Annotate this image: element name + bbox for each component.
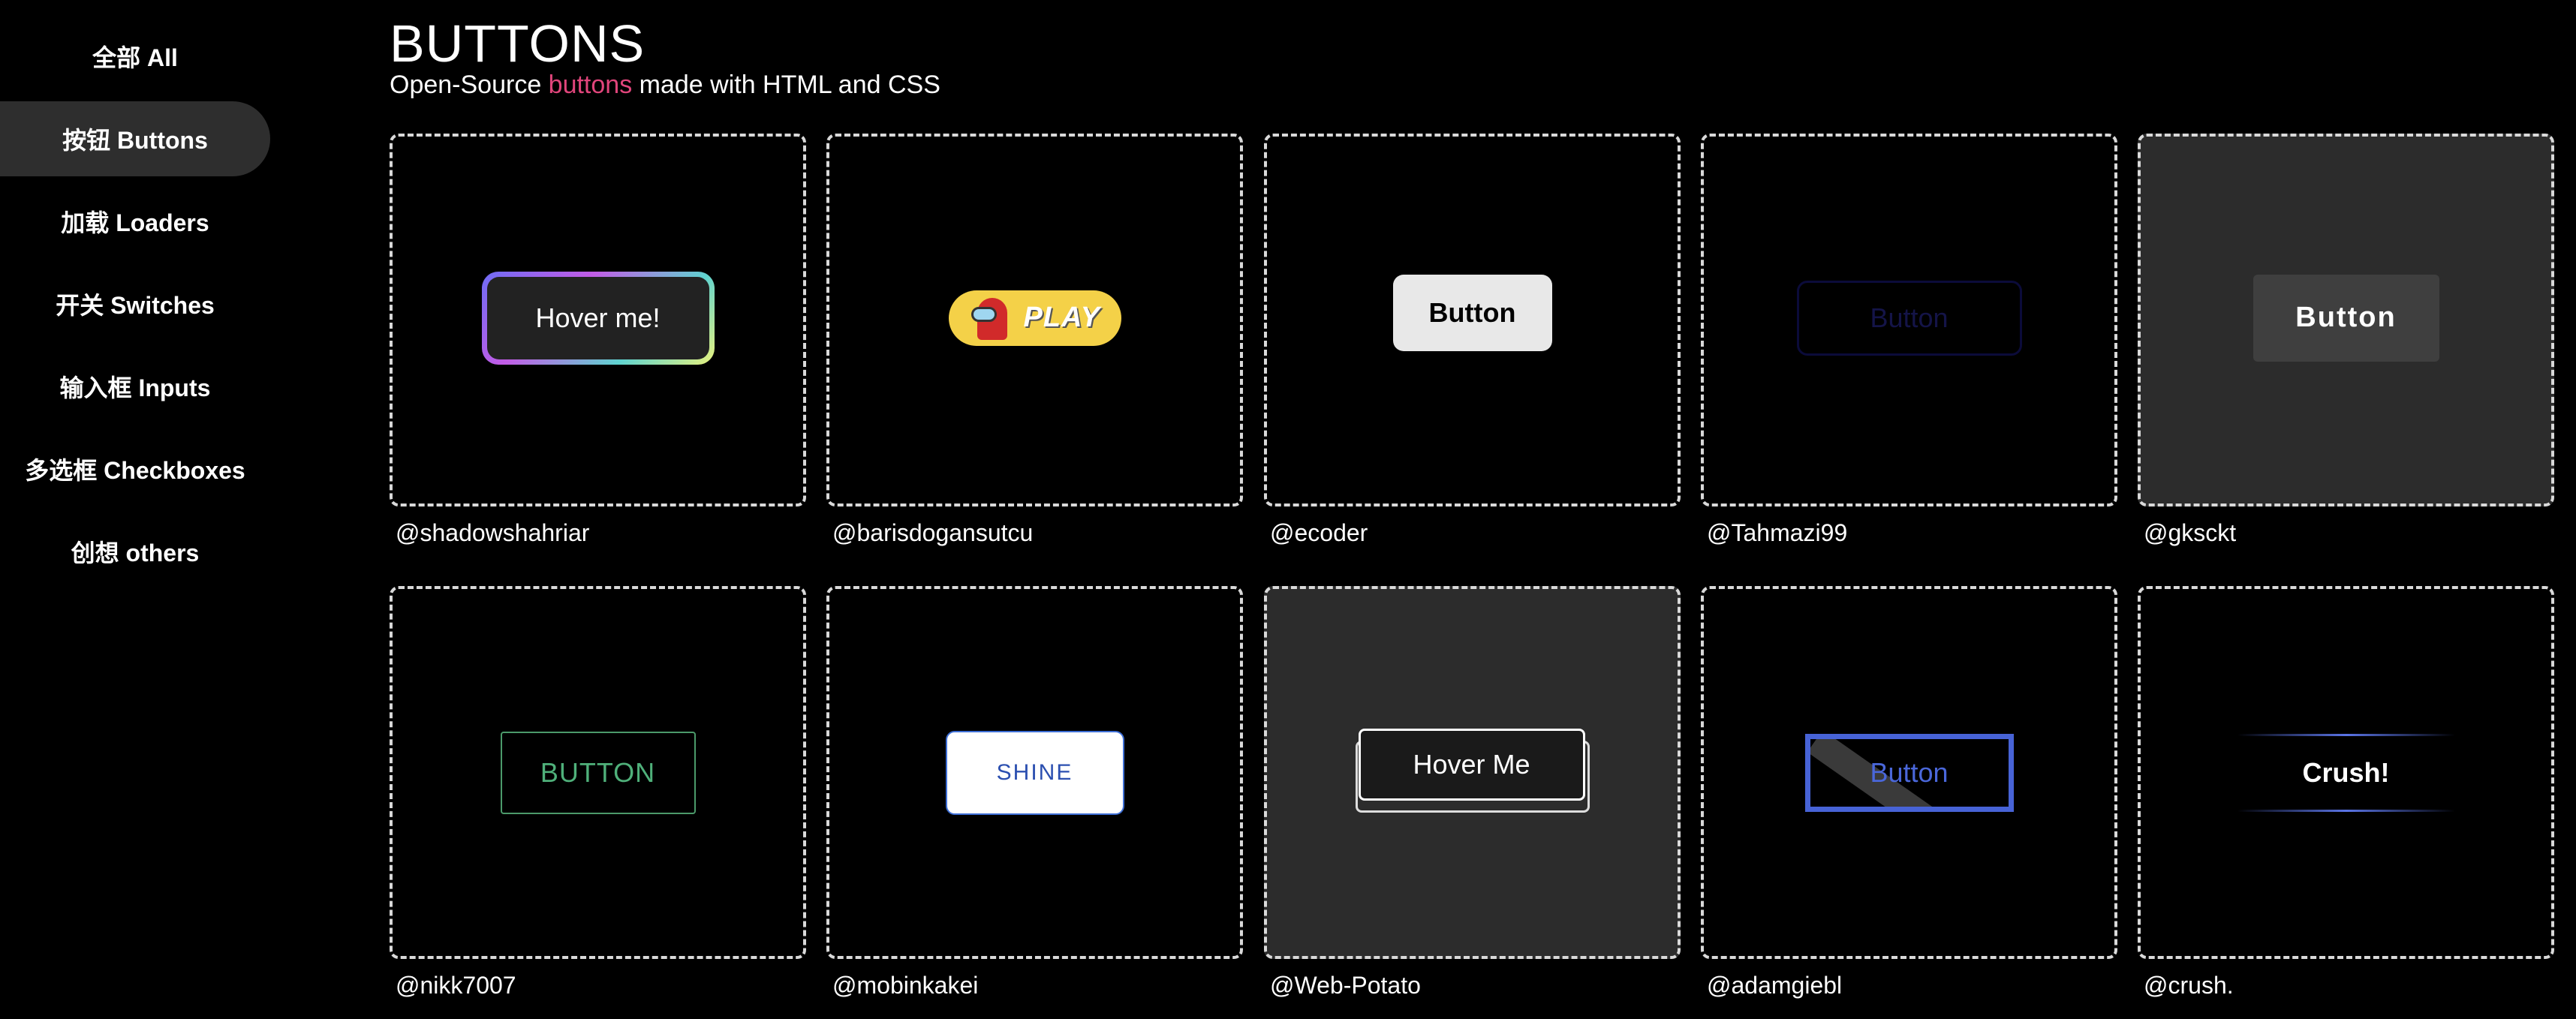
hover-me-3d-button-label: Hover Me	[1358, 728, 1585, 801]
adamgiebl-button[interactable]: Button	[1804, 733, 2014, 812]
play-button-label: PLAY	[1023, 302, 1101, 333]
subtitle-suffix: made with HTML and CSS	[632, 71, 940, 99]
card-mobinkakei[interactable]: SHINE	[826, 586, 1243, 959]
adamgiebl-button-label: Button	[1870, 756, 1949, 788]
subtitle-prefix: Open-Source	[390, 71, 549, 99]
card-author[interactable]: @Tahmazi99	[1707, 519, 1848, 546]
card-nikk7007[interactable]: BUTTON	[390, 586, 806, 959]
hover-me-3d-button[interactable]: Hover Me	[1355, 728, 1590, 813]
card-crush[interactable]: Crush!	[2138, 586, 2554, 959]
crush-button[interactable]: Crush!	[2237, 733, 2455, 812]
card-author[interactable]: @shadowshahriar	[396, 519, 590, 546]
gksckt-button[interactable]: Button	[2252, 274, 2439, 362]
card-author[interactable]: @crush.	[2144, 972, 2234, 999]
sidebar: 全部 All 按钮 Buttons 加载 Loaders 开关 Switches…	[0, 0, 270, 1019]
tahmazi-button[interactable]: Button	[1796, 280, 2022, 356]
card-author[interactable]: @mobinkakei	[832, 972, 979, 999]
sidebar-item-inputs[interactable]: 输入框 Inputs	[59, 374, 211, 401]
card-author[interactable]: @adamgiebl	[1707, 972, 1843, 999]
page-title: BUTTONS	[390, 14, 646, 73]
card-barisdogansutcu[interactable]: PLAY	[826, 134, 1243, 506]
card-author[interactable]: @nikk7007	[396, 972, 516, 999]
card-author[interactable]: @barisdogansutcu	[832, 519, 1034, 546]
sidebar-item-switches[interactable]: 开关 Switches	[56, 292, 215, 319]
card-ecoder[interactable]: Button	[1264, 134, 1681, 506]
shine-button[interactable]: SHINE	[945, 730, 1124, 815]
subtitle-accent: buttons	[548, 71, 633, 99]
card-adamgiebl[interactable]: Button	[1701, 586, 2117, 959]
nikk-button[interactable]: BUTTON	[500, 731, 696, 814]
card-web-potato[interactable]: Hover Me	[1264, 586, 1681, 959]
hover-me-button-label: Hover me!	[486, 276, 709, 359]
crewmate-icon	[971, 295, 1013, 341]
sidebar-item-loaders[interactable]: 加载 Loaders	[61, 209, 209, 236]
sidebar-item-buttons[interactable]: 按钮 Buttons	[0, 101, 270, 176]
card-gksckt[interactable]: Button	[2138, 134, 2554, 506]
card-author[interactable]: @Web-Potato	[1270, 972, 1421, 999]
ecoder-button[interactable]: Button	[1392, 274, 1552, 351]
sidebar-item-checkboxes[interactable]: 多选框 Checkboxes	[25, 457, 245, 484]
sidebar-item-all[interactable]: 全部 All	[92, 44, 178, 71]
card-author[interactable]: @ecoder	[1270, 519, 1368, 546]
page-subtitle: Open-Source buttons made with HTML and C…	[390, 71, 940, 100]
play-button[interactable]: PLAY	[948, 290, 1121, 346]
hover-me-button[interactable]: Hover me!	[481, 271, 715, 365]
sidebar-item-others[interactable]: 创想 others	[71, 540, 200, 567]
card-tahmazi99[interactable]: Button	[1701, 134, 2117, 506]
card-shadowshahriar[interactable]: Hover me!	[390, 134, 806, 506]
card-author[interactable]: @gksckt	[2144, 519, 2237, 546]
